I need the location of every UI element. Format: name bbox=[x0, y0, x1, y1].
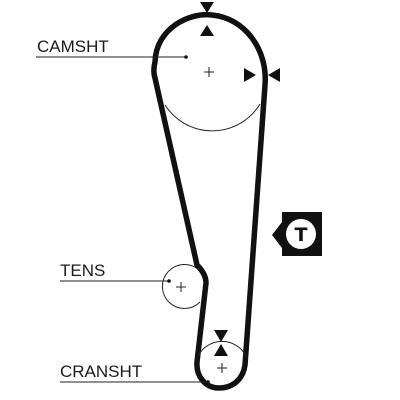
timing-badge: T bbox=[272, 212, 322, 256]
camshaft-leader bbox=[36, 55, 188, 59]
crankshaft-pulley bbox=[197, 340, 247, 373]
crankshaft-label: CRANSHT bbox=[60, 362, 142, 381]
tensioner-leader bbox=[60, 279, 171, 283]
timing-badge-letter: T bbox=[295, 224, 308, 246]
camshaft-label: CAMSHT bbox=[37, 37, 109, 56]
camshaft-side-timing-mark bbox=[244, 68, 280, 82]
crankshaft-leader bbox=[60, 380, 210, 384]
tensioner-pulley bbox=[161, 263, 201, 309]
timing-belt bbox=[151, 11, 268, 391]
camshaft-top-timing-mark bbox=[200, 2, 214, 36]
crankshaft-timing-mark bbox=[214, 330, 228, 356]
camshaft-pulley bbox=[164, 67, 261, 132]
tensioner-label: TENS bbox=[60, 261, 105, 280]
